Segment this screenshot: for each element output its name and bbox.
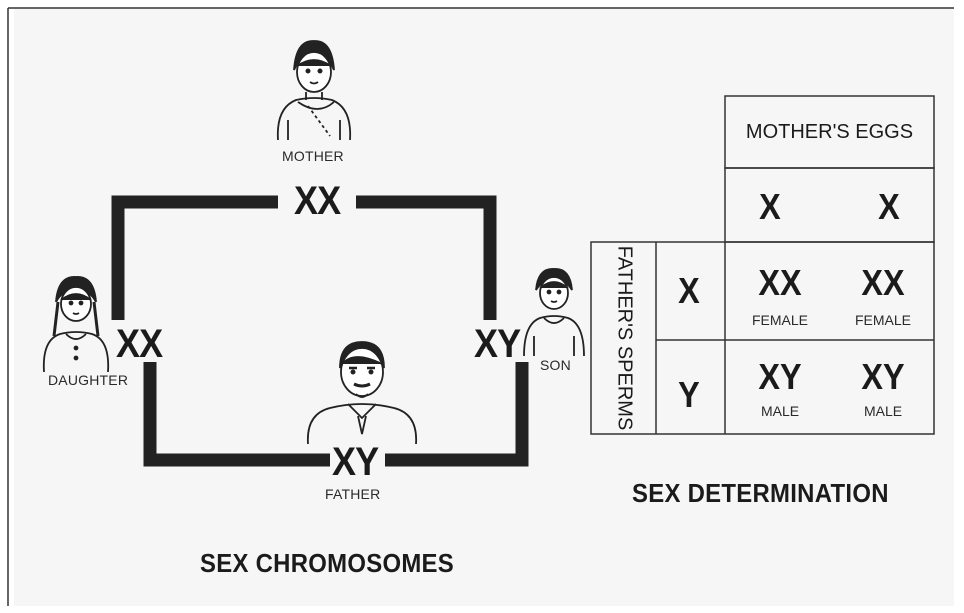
daughter-genotype: XX [116,322,163,366]
mother-label: MOTHER [282,148,344,164]
offspring-cell-genotype: XY [758,356,802,397]
mothers-eggs-header: MOTHER'S EGGS [745,121,914,143]
fathers-sperms-header: FATHER'S SPERMS [613,245,636,431]
father-genotype: XY [332,440,379,484]
mother-to-son-line [356,195,497,320]
son-label: SON [540,357,571,373]
daughter-label: DAUGHTER [48,372,129,388]
father-label: FATHER [325,486,381,502]
mother-to-daughter-line [111,195,278,320]
sperm-allele-1: X [678,270,700,311]
daughter-figure [42,276,110,373]
mother-figure [276,40,352,141]
son-figure [523,268,585,357]
offspring-cell-genotype: XY [861,356,905,397]
egg-allele-1: X [759,186,781,227]
offspring-cell-sex: MALE [863,403,903,419]
egg-allele-2: X [878,186,900,227]
daughter-to-father-line [143,362,330,467]
offspring-cell-sex: FEMALE [854,312,911,328]
son-to-father-line [385,362,529,467]
father-figure [307,341,417,445]
son-genotype: XY [474,322,521,366]
sex-determination-caption: SEX DETERMINATION [632,478,889,508]
offspring-cell-sex: FEMALE [751,312,808,328]
sperm-allele-2: Y [678,374,700,415]
sex-chromosomes-caption: SEX CHROMOSOMES [200,548,455,578]
mother-genotype: XX [294,179,341,223]
offspring-cell-sex: MALE [760,403,800,419]
offspring-cell-genotype: XX [758,262,802,303]
offspring-cell-genotype: XX [861,262,905,303]
